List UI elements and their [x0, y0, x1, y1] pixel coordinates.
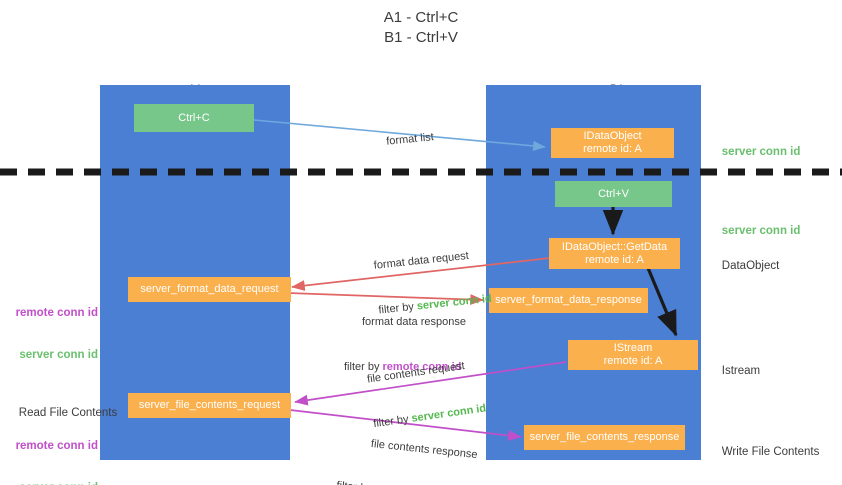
edge-label-file-contents-response-filter: filter by remote conn id [336, 479, 474, 485]
left-label-remote-conn-id-lower: remote conn id [15, 440, 98, 452]
node-idataobject-getdata[interactable]: IDataObject::GetData remote id: A [549, 238, 680, 269]
edge-label-format-data-response: format data response filter by remote co… [344, 285, 466, 405]
node-ctrl-v-label: Ctrl+V [598, 187, 629, 200]
node-server-file-contents-response[interactable]: server_file_contents_response [524, 425, 685, 450]
edge-label-file-contents-response-title: file contents response [370, 437, 479, 462]
node-getdata-line1: IDataObject::GetData [561, 240, 668, 253]
left-label-server-conn-id-lower: server conn id [8, 481, 98, 485]
right-label-server-conn-id-second: server conn id [721, 225, 801, 237]
edge-label-format-data-response-filter: filter by remote conn id [344, 361, 462, 373]
node-idataobject-line2: remote id: A [583, 143, 642, 155]
node-server-format-data-response-label: server_format_data_response [495, 294, 642, 306]
edge-label-format-data-response-title: format data response [362, 316, 466, 328]
node-ctrl-v[interactable]: Ctrl+V [555, 181, 672, 207]
node-istream[interactable]: IStream remote id: A [568, 340, 698, 370]
node-getdata-line2: remote id: A [585, 253, 644, 266]
node-server-format-data-response[interactable]: server_format_data_response [489, 288, 648, 313]
right-label-dataobject: DataObject [721, 260, 780, 272]
left-label-read-file-contents: Read File Contents [18, 407, 118, 419]
right-label-server-conn-id-top: server conn id [721, 146, 801, 158]
node-idataobject-line1: IDataObject [583, 130, 642, 142]
edge-label-file-contents-response: file contents response filter by remote … [332, 404, 481, 485]
left-label-remote-conn-id-upper: remote conn id [15, 307, 98, 319]
left-label-conn-pair-upper: remote conn id server conn id [8, 278, 98, 390]
node-server-format-data-request[interactable]: server_format_data_request [128, 277, 291, 302]
node-istream-line1: IStream [613, 342, 653, 354]
edge-label-format-list: format list [385, 131, 435, 148]
node-ctrl-c-label: Ctrl+C [178, 111, 210, 124]
edge-label-file-contents-request-title: file contents request [366, 359, 466, 386]
node-server-file-contents-response-label: server_file_contents_response [529, 431, 680, 443]
right-label-istream: Istream [721, 365, 761, 377]
node-idataobject[interactable]: IDataObject remote id: A [551, 128, 674, 158]
node-server-file-contents-request-label: server_file_contents_request [138, 399, 281, 411]
right-label-write-file-contents: Write File Contents [721, 446, 820, 458]
node-server-file-contents-request[interactable]: server_file_contents_request [128, 393, 291, 418]
page-title: A1 - Ctrl+C B1 - Ctrl+V [383, 9, 459, 46]
left-label-conn-pair-lower: remote conn id server conn id [8, 411, 98, 485]
edge-label-format-data-request-title: format data request [373, 249, 470, 272]
node-server-format-data-request-label: server_format_data_request [140, 283, 279, 295]
node-ctrl-c[interactable]: Ctrl+C [134, 104, 254, 132]
left-label-server-conn-id-upper: server conn id [19, 349, 98, 361]
node-istream-line2: remote id: A [603, 355, 663, 367]
